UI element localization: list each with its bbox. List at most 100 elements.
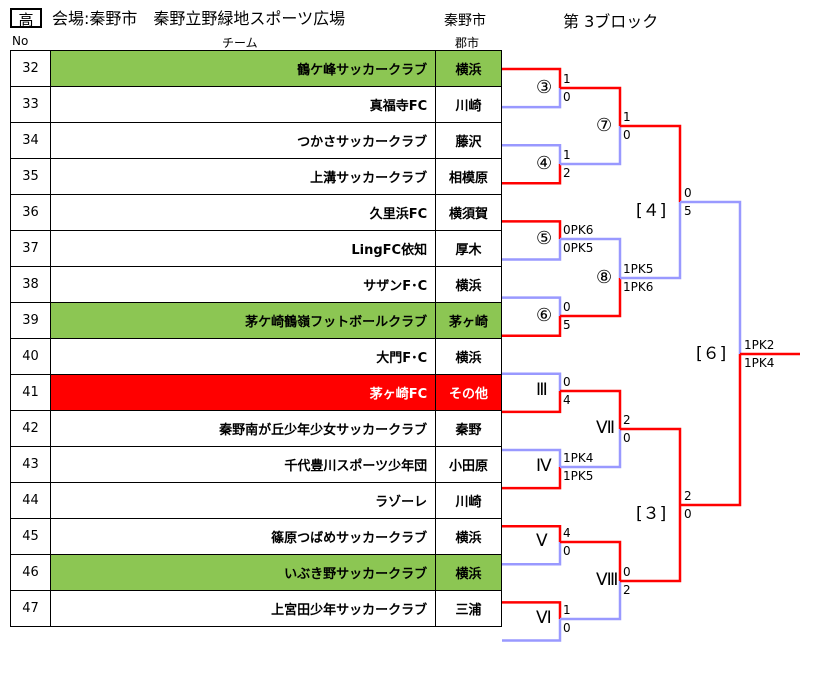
match-label: ③ bbox=[536, 77, 553, 98]
bracket-line-winner bbox=[560, 278, 622, 318]
score-top: 0 bbox=[563, 375, 571, 389]
team-name: 大門F･C bbox=[49, 338, 437, 375]
team-number: 40 bbox=[10, 338, 51, 375]
host-city: 秦野市 bbox=[444, 13, 486, 29]
score-top: 2 bbox=[623, 413, 631, 427]
score-top: 0PK6 bbox=[563, 223, 594, 237]
team-number: 43 bbox=[10, 446, 51, 483]
team-city: 横浜 bbox=[435, 50, 502, 87]
score-bottom: 0 bbox=[563, 544, 571, 558]
score-top: 1PK2 bbox=[744, 338, 775, 352]
match-label: [６] bbox=[696, 344, 727, 364]
venue-title: 会場:秦野市 秦野立野緑地スポーツ広場 bbox=[52, 9, 346, 28]
score-bottom: 2 bbox=[563, 166, 571, 180]
bracket-line-winner bbox=[502, 601, 562, 619]
bracket-line-winner bbox=[502, 467, 562, 490]
team-city: 横浜 bbox=[435, 554, 502, 591]
bracket-line-loser bbox=[502, 239, 562, 261]
bracket-line-winner bbox=[502, 220, 562, 239]
match-label: ⑥ bbox=[536, 305, 553, 326]
team-number: 47 bbox=[10, 590, 51, 627]
bracket-line-loser bbox=[620, 202, 682, 280]
bracket-line-winner bbox=[502, 164, 562, 185]
bracket-line-loser bbox=[502, 88, 562, 109]
bracket-line-winner bbox=[502, 391, 562, 414]
team-number: 34 bbox=[10, 122, 51, 159]
team-number: 38 bbox=[10, 266, 51, 303]
team-number: 35 bbox=[10, 158, 51, 195]
score-top: 0 bbox=[623, 565, 631, 579]
team-name: 茅ケ崎鶴嶺フットボールクラブ bbox=[49, 302, 437, 339]
bracket-line-winner bbox=[560, 86, 622, 126]
bracket-line-winner bbox=[620, 505, 682, 583]
team-name: いぶき野サッカークラブ bbox=[49, 554, 437, 591]
bracket-line-winner bbox=[680, 354, 742, 507]
bracket-line-loser bbox=[560, 126, 622, 166]
team-city: 横浜 bbox=[435, 518, 502, 555]
score-bottom: 4 bbox=[563, 393, 571, 407]
score-bottom: 1PK5 bbox=[563, 469, 594, 483]
score-top: 1PK5 bbox=[623, 262, 654, 276]
team-city: 横浜 bbox=[435, 338, 502, 375]
team-city: 茅ヶ崎 bbox=[435, 302, 502, 339]
score-top: 1 bbox=[623, 110, 631, 124]
bracket-line-loser bbox=[502, 143, 562, 164]
bracket-line-loser bbox=[560, 581, 622, 621]
score-bottom: 0 bbox=[684, 507, 692, 521]
match-label: [４] bbox=[636, 201, 667, 221]
score-top: 0 bbox=[563, 300, 571, 314]
team-name: 真福寺FC bbox=[49, 86, 437, 123]
match-label: ⑤ bbox=[536, 228, 553, 249]
score-bottom: 0PK5 bbox=[563, 241, 594, 255]
team-city: 三浦 bbox=[435, 590, 502, 627]
bracket-line-winner bbox=[502, 316, 562, 337]
team-name: 茅ヶ崎FC bbox=[49, 374, 437, 411]
team-city: 横浜 bbox=[435, 266, 502, 303]
match-label: ④ bbox=[536, 153, 553, 174]
bracket-line-loser bbox=[502, 296, 562, 316]
team-name: 千代豊川スポーツ少年団 bbox=[49, 446, 437, 483]
team-city: 横須賀 bbox=[435, 194, 502, 231]
score-top: 0 bbox=[684, 186, 692, 200]
team-number: 42 bbox=[10, 410, 51, 447]
bracket-line-loser bbox=[502, 372, 562, 391]
match-label: [３] bbox=[636, 504, 667, 524]
bracket-line-loser bbox=[680, 200, 742, 354]
team-name: 篠原つばめサッカークラブ bbox=[49, 518, 437, 555]
column-header-no: No bbox=[12, 34, 29, 48]
bracket-line-loser bbox=[502, 619, 562, 642]
score-bottom: 1PK6 bbox=[623, 280, 654, 294]
score-bottom: 0 bbox=[623, 431, 631, 445]
score-bottom: 0 bbox=[563, 621, 571, 635]
bracket-line-winner bbox=[560, 540, 622, 581]
team-name: つかさサッカークラブ bbox=[49, 122, 437, 159]
match-label: ⑧ bbox=[596, 267, 613, 288]
score-top: 4 bbox=[563, 526, 571, 540]
team-city: 藤沢 bbox=[435, 122, 502, 159]
match-label: Ⅳ bbox=[536, 456, 552, 476]
score-bottom: 0 bbox=[563, 90, 571, 104]
bracket-line-winner bbox=[502, 524, 562, 542]
bracket-line-winner bbox=[502, 67, 562, 88]
bracket-line-loser bbox=[502, 542, 562, 566]
team-name: 上溝サッカークラブ bbox=[49, 158, 437, 195]
bracket-line-loser bbox=[560, 237, 622, 278]
match-label: ⑦ bbox=[596, 115, 613, 136]
score-bottom: 2 bbox=[623, 583, 631, 597]
match-label: Ⅲ bbox=[536, 380, 548, 400]
team-name: 上宮田少年サッカークラブ bbox=[49, 590, 437, 627]
bracket-line-winner bbox=[620, 124, 682, 202]
